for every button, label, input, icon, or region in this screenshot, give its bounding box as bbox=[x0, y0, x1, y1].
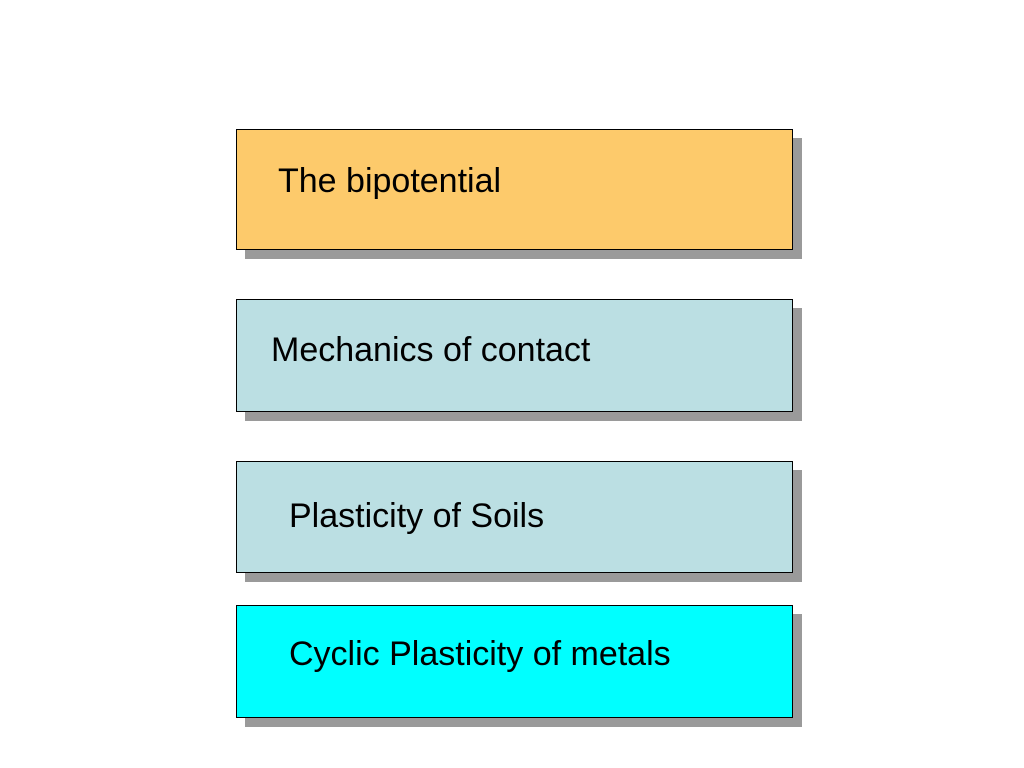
topic-label-mechanics-of-contact: Mechanics of contact bbox=[271, 331, 591, 369]
topic-label-plasticity-of-soils: Plasticity of Soils bbox=[289, 496, 545, 535]
topic-box-mechanics-of-contact: Mechanics of contact bbox=[236, 299, 793, 412]
topic-box-bipotential: The bipotential bbox=[236, 129, 793, 250]
topic-label-cyclic-plasticity: Cyclic Plasticity of metals bbox=[289, 635, 671, 673]
topic-box-plasticity-of-soils: Plasticity of Soils bbox=[236, 461, 793, 573]
topic-box-cyclic-plasticity: Cyclic Plasticity of metals bbox=[236, 605, 793, 718]
topic-label-bipotential: The bipotential bbox=[278, 162, 502, 200]
